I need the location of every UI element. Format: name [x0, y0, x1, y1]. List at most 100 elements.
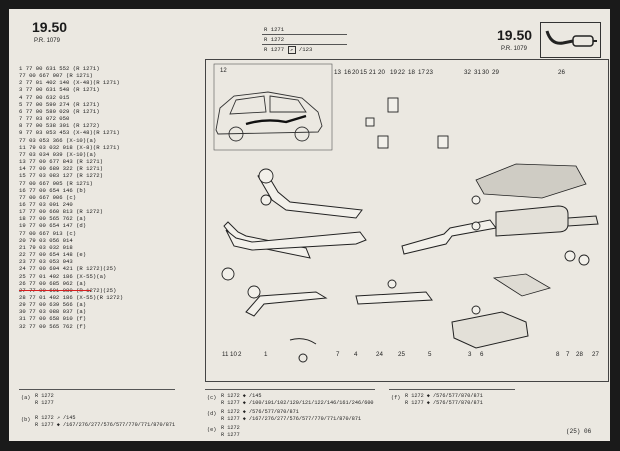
- part-row: 11 79 03 032 018 (X-8)(R 1271): [19, 143, 120, 151]
- strikethrough-mark: [19, 290, 91, 292]
- svg-text:8: 8: [556, 351, 560, 358]
- footer-note-line: R 1272 ◆ /145: [221, 393, 262, 399]
- svg-text:13: 13: [334, 69, 341, 76]
- footer-note-line: R 1277 ◆ /576/577/870/871: [405, 400, 483, 406]
- part-row: 31 77 00 658 010 (f): [19, 315, 87, 323]
- svg-text:25: 25: [398, 351, 405, 358]
- part-row: 13 77 00 677 843 (R 1271): [19, 158, 103, 166]
- footer-note-line: R 1272: [221, 425, 240, 431]
- footer-note-line: R 1272 ◆ /576/577/870/871: [405, 393, 483, 399]
- footer-note-line: R 1272 ↗ /145: [35, 415, 76, 421]
- part-row: 77 03 053 366 (X-10)(a): [19, 136, 97, 144]
- part-row: 16 77 00 654 146 (b): [19, 186, 87, 194]
- svg-text:30: 30: [482, 69, 489, 76]
- part-row: 15 77 03 083 127 (R 1272): [19, 172, 103, 180]
- part-row: 16 77 03 001 240: [19, 200, 73, 208]
- lower-pipe: [245, 291, 433, 363]
- header-ref-3: R 1277 ↗ /123: [264, 46, 313, 54]
- svg-text:7: 7: [336, 351, 340, 358]
- part-row: 14 77 00 689 322 (R 1271): [19, 165, 103, 173]
- svg-text:5: 5: [428, 351, 432, 358]
- svg-text:26: 26: [558, 69, 565, 76]
- svg-text:1: 1: [264, 351, 268, 358]
- header-ref-1: R 1271: [264, 26, 285, 33]
- catalog-page: 19.50 P.R. 1079 R 1271 R 1272 R 1277 ↗ /…: [9, 9, 610, 441]
- footer-note-line: R 1277: [35, 400, 54, 406]
- svg-text:4: 4: [354, 351, 358, 358]
- svg-text:24: 24: [376, 351, 383, 358]
- part-row: 5 77 00 590 274 (R 1271): [19, 100, 100, 108]
- part-row: 1 77 00 631 552 (R 1271): [19, 65, 100, 72]
- part-row: 77 00 667 913 (c): [19, 229, 77, 237]
- part-row: 17 77 00 660 813 (R 1272): [19, 208, 103, 216]
- part-row: 24 77 00 694 421 (R 1272)(25): [19, 265, 117, 273]
- svg-text:28: 28: [576, 351, 583, 358]
- page-number-right: 19.50: [497, 27, 533, 43]
- page-code: (25) 06: [566, 428, 592, 435]
- footer-note-tag: (c): [207, 395, 217, 401]
- footer-note-line: R 1277 ◆ /100/101/102/120/121/122/146/16…: [221, 400, 374, 406]
- header-ref-2: R 1272: [264, 36, 285, 43]
- bracket-plate: [492, 273, 552, 297]
- arrow-box-icon: ↗: [287, 46, 296, 54]
- svg-text:7: 7: [566, 351, 570, 358]
- svg-text:19: 19: [390, 69, 397, 76]
- car-illustration: [213, 63, 333, 151]
- svg-text:10: 10: [230, 351, 237, 358]
- part-row: 29 77 00 639 566 (a): [19, 301, 87, 309]
- svg-text:12: 12: [220, 68, 227, 74]
- svg-text:29: 29: [492, 69, 499, 76]
- clamps: [221, 97, 590, 315]
- svg-text:17: 17: [418, 69, 425, 76]
- svg-text:20: 20: [378, 69, 385, 76]
- svg-text:18: 18: [408, 69, 415, 76]
- part-row: 3 77 00 631 548 (R 1271): [19, 86, 100, 94]
- part-row: 21 79 03 032 018: [19, 243, 73, 251]
- page-ref: P.R. 1079: [34, 38, 60, 44]
- part-row: 26 77 00 685 962 (a): [19, 279, 87, 287]
- footer-note-tag: (b): [21, 417, 31, 423]
- part-row: 25 77 01 402 186 (X-55)(a): [19, 272, 107, 280]
- footer-note-line: R 1277 ◆ /167/276/277/576/577/770/771/87…: [35, 422, 176, 428]
- heat-shield: [475, 163, 587, 199]
- footer-note-line: R 1277: [221, 432, 240, 438]
- exhaust-thumbnail: [540, 22, 601, 58]
- svg-text:23: 23: [426, 69, 433, 76]
- part-row: 32 77 00 565 762 (f): [19, 322, 87, 330]
- svg-text:16: 16: [344, 69, 351, 76]
- part-row: 23 77 03 053 043: [19, 258, 73, 266]
- part-row: 30 77 03 088 037 (a): [19, 308, 87, 316]
- footer-note-line: R 1272 ◆ /576/577/870/871: [221, 409, 299, 415]
- part-row: 6 77 00 580 029 (R 1271): [19, 107, 100, 115]
- rear-silencer: [495, 205, 599, 237]
- footer-note-line: R 1272: [35, 393, 54, 399]
- intermediate-pipe: [401, 219, 497, 255]
- footer-note-line: R 1277 ◆ /167/276/277/576/577/770/771/87…: [221, 416, 362, 422]
- part-row: 77 00 667 905 (R 1271): [19, 179, 93, 187]
- svg-text:6: 6: [480, 351, 484, 358]
- lower-silencer: [451, 311, 529, 349]
- part-row: 18 77 00 565 762 (a): [19, 215, 87, 223]
- footer-note-tag: (f): [391, 395, 401, 401]
- svg-text:3: 3: [468, 351, 472, 358]
- svg-text:15: 15: [360, 69, 367, 76]
- part-row: 77 03 034 039 (X-10)(a): [19, 150, 97, 158]
- svg-text:31: 31: [474, 69, 481, 76]
- part-row: 20 79 03 056 014: [19, 236, 73, 244]
- page-number: 19.50: [32, 19, 68, 35]
- footer-note-tag: (e): [207, 427, 217, 433]
- part-row: 77 00 667 906 (c): [19, 193, 77, 201]
- svg-text:22: 22: [398, 69, 405, 76]
- exhaust-thumbnail-icon: [545, 30, 597, 47]
- part-row: 8 77 00 538 301 (R 1272): [19, 122, 100, 130]
- footer-note-tag: (a): [21, 395, 31, 401]
- part-row: 77 00 667 907 (R 1271): [19, 72, 93, 80]
- part-row: 28 77 01 402 186 (X-55)(R 1272): [19, 294, 124, 301]
- parts-list: 1 77 00 631 552 (R 1271) 77 00 667 907 (…: [19, 65, 123, 330]
- page-ref-right: P.R. 1079: [501, 46, 527, 52]
- svg-text:32: 32: [464, 69, 471, 76]
- part-row: 19 77 00 654 147 (d): [19, 222, 87, 230]
- front-pipe: [223, 171, 367, 259]
